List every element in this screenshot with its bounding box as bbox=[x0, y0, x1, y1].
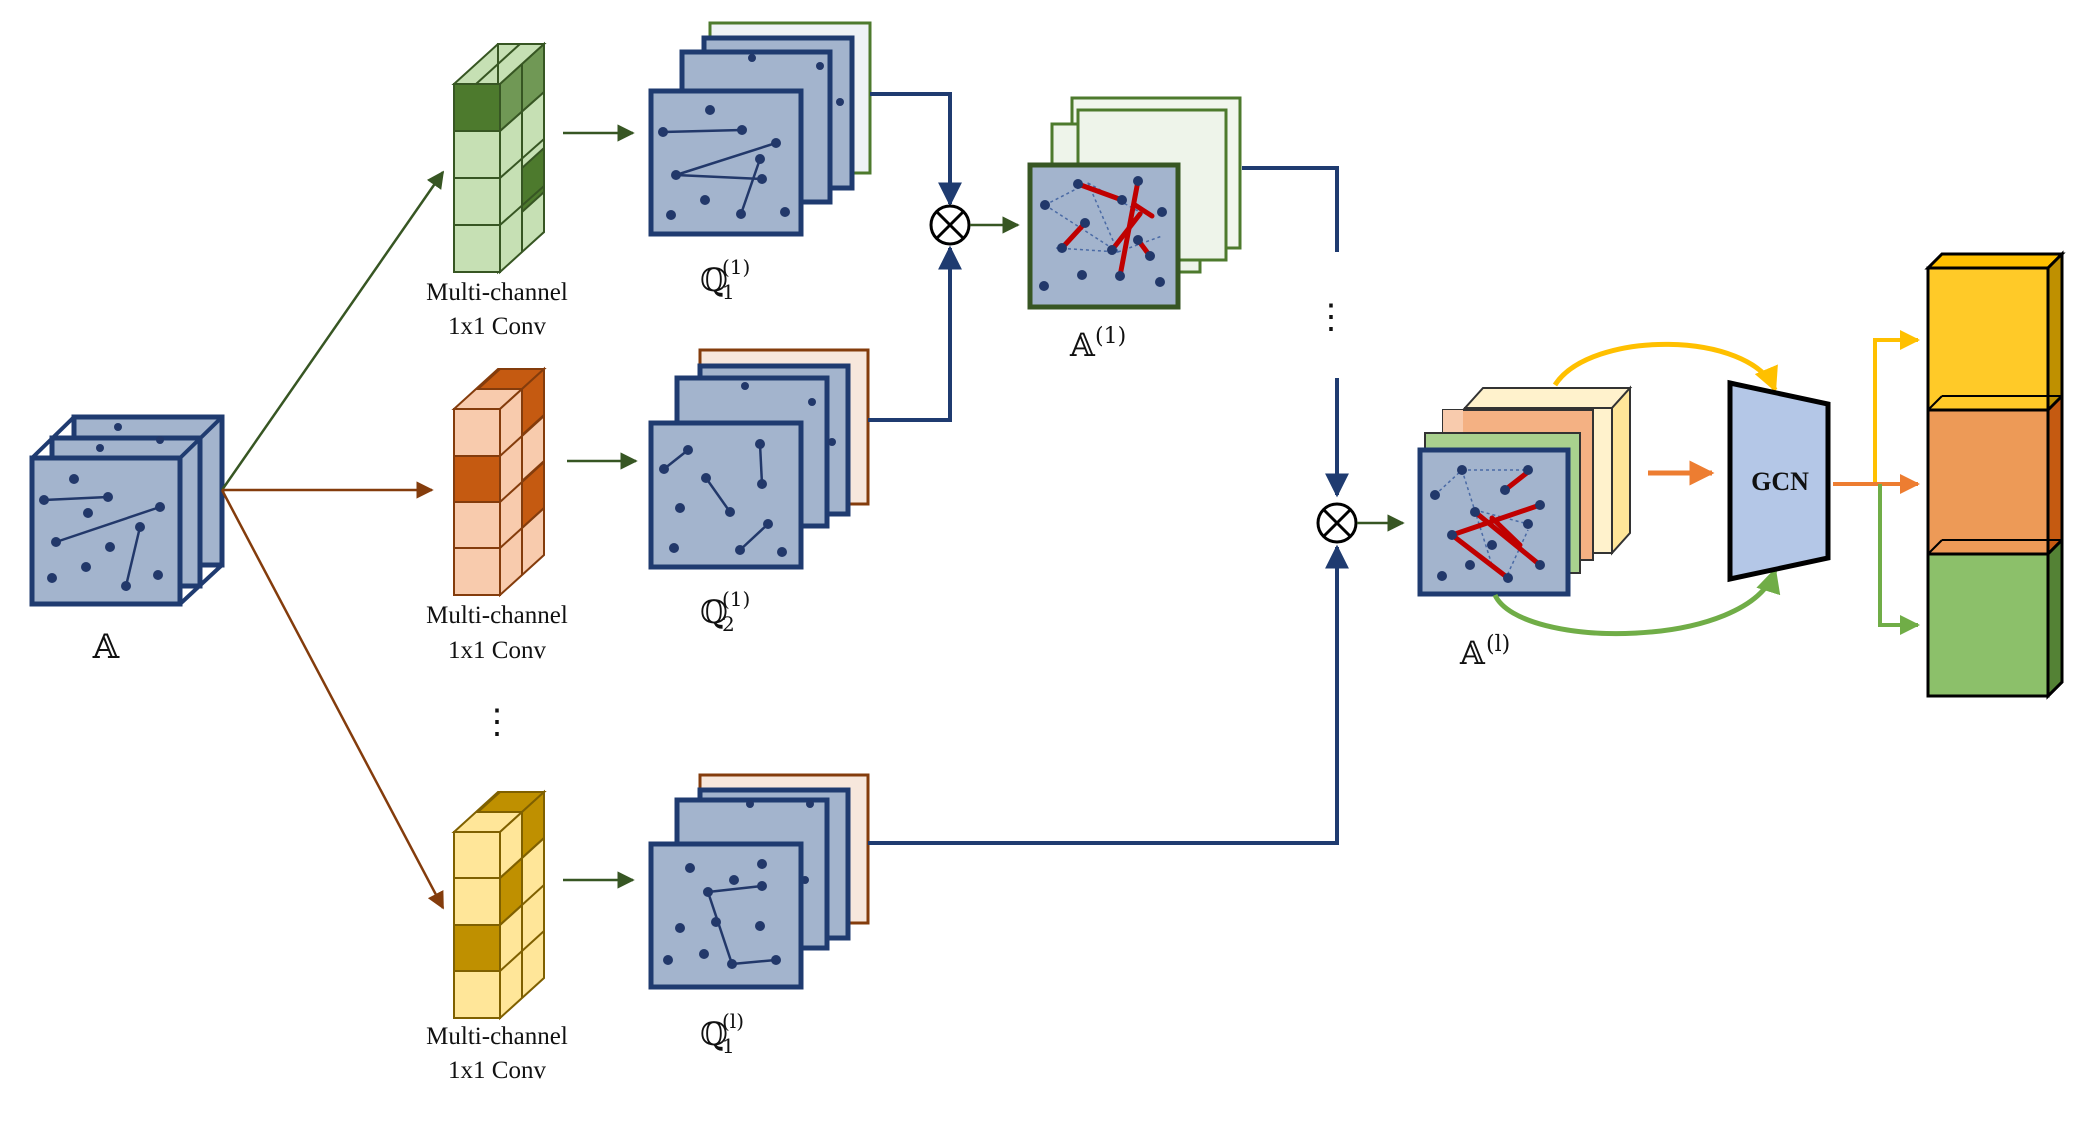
q1-label-sub: 1 bbox=[722, 280, 735, 304]
vdots-middle: ⋮ bbox=[1314, 297, 1348, 337]
gcn-label: GCN bbox=[1751, 467, 1809, 496]
a1-label-sup: (1) bbox=[1095, 324, 1126, 349]
q2-label-sup: (1) bbox=[722, 587, 750, 611]
a1-label: 𝔸 (1) bbox=[1069, 324, 1126, 364]
conv-block-orange bbox=[451, 366, 547, 598]
conv-label-3-line2: 1x1 Conv bbox=[448, 1057, 546, 1084]
input-label: 𝔸 bbox=[92, 627, 120, 667]
al-to-gcn-arrows bbox=[1492, 341, 1781, 637]
q2-label: ℚ 2 (1) bbox=[700, 587, 750, 636]
output-feature-stack bbox=[1924, 250, 2066, 700]
product-op-1 bbox=[929, 204, 971, 246]
ql-to-product-2-line bbox=[868, 544, 1349, 845]
gcn-to-output-arrows bbox=[1833, 330, 1920, 635]
a1-label-base: 𝔸 bbox=[1069, 326, 1096, 364]
ql-label: ℚ 1 (l) bbox=[700, 1009, 744, 1058]
product-op-2 bbox=[1316, 502, 1358, 544]
conv-label-2-line2: 1x1 Conv bbox=[448, 637, 546, 664]
q2-stack bbox=[648, 348, 870, 570]
al-label-base: 𝔸 bbox=[1459, 634, 1486, 672]
al-stack bbox=[1417, 385, 1633, 597]
ql-label-sub: 1 bbox=[722, 1034, 735, 1058]
output-block-yellow bbox=[1926, 266, 2050, 412]
q1-stack bbox=[648, 21, 872, 237]
conv-block-green bbox=[451, 41, 547, 275]
conv-label-1-line1: Multi-channel bbox=[426, 279, 568, 306]
fanout-arrows bbox=[220, 170, 445, 910]
a1-to-product-2-line bbox=[1242, 166, 1349, 498]
a1-stack bbox=[1027, 96, 1242, 310]
output-block-orange bbox=[1926, 408, 2050, 556]
output-block-green bbox=[1926, 552, 2050, 698]
conv-block-yellow bbox=[451, 789, 547, 1021]
input-adjacency-tensor bbox=[29, 414, 225, 607]
q2-label-base: ℚ bbox=[700, 593, 728, 631]
q1-label-base: ℚ bbox=[700, 261, 728, 299]
conv-to-q-arrows bbox=[563, 124, 638, 889]
ql-label-sup: (l) bbox=[722, 1009, 744, 1033]
ql-stack bbox=[648, 773, 870, 990]
conv-label-3-line1: Multi-channel bbox=[426, 1023, 568, 1050]
conv-label-2-line1: Multi-channel bbox=[426, 602, 568, 629]
ql-label-base: ℚ bbox=[700, 1015, 728, 1053]
q1-label: ℚ 1 (1) bbox=[700, 255, 750, 304]
q1-label-sup: (1) bbox=[722, 255, 750, 279]
al-label: 𝔸 (l) bbox=[1459, 632, 1510, 672]
q-to-product-lines bbox=[868, 92, 962, 422]
al-label-sup: (l) bbox=[1486, 632, 1510, 657]
gcn-block bbox=[1727, 379, 1831, 583]
q2-label-sub: 2 bbox=[722, 612, 735, 636]
vdots-conv: ⋮ bbox=[480, 702, 514, 742]
conv-label-1-line2: 1x1 Conv bbox=[448, 313, 546, 340]
